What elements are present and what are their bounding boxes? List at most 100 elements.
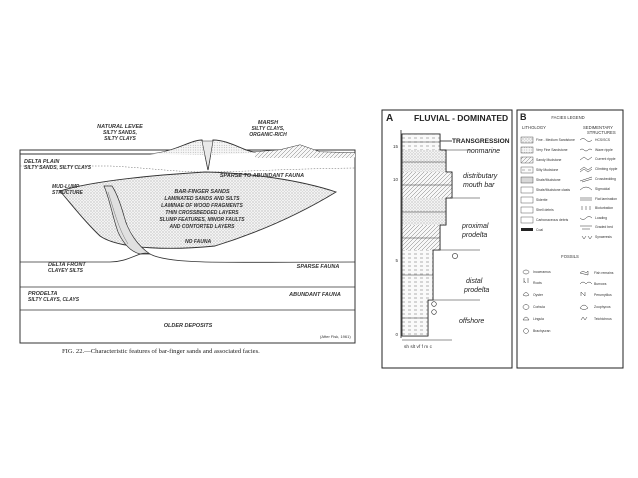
struct-10: Synaeresis (595, 235, 612, 239)
proximal-label: proximal (461, 223, 489, 230)
struct-7: Bioturbation (595, 206, 613, 210)
offshore-label: offshore (459, 318, 484, 325)
fossil-symbols-right (579, 270, 593, 321)
struct-2: Current ripple (595, 157, 616, 161)
natural-levee-label: NATURAL LEVEE (97, 124, 143, 130)
struct-5: Sigmoidal (595, 187, 610, 191)
sparse-to-abundant-label: SPARSE TO ABUNDANT FAUNA (220, 173, 304, 179)
nonmarine-label: nonmarine (467, 148, 500, 155)
grain-scale-label: sh slt vf f m c (404, 344, 433, 350)
marsh-deposit (255, 145, 355, 158)
levee-right (210, 141, 255, 155)
distal-label: distal (466, 278, 483, 285)
ground-surface (20, 139, 356, 171)
fossil-right-3: Zoophycos (594, 305, 611, 309)
lith-2: Sandy Mudstone (536, 158, 562, 162)
abundant-fauna-label: ABUNDANT FAUNA (288, 292, 341, 298)
lith-3: Silty Mudstone (536, 168, 558, 172)
marsh-label: MARSH (258, 120, 279, 126)
fossil-symbols-left (522, 269, 530, 334)
lithology-swatches (520, 136, 534, 231)
lith-6: Siderite (536, 198, 548, 202)
log-fossil-symbols (431, 253, 458, 315)
natural-levee-sub1: SILTY SANDS, (103, 130, 137, 136)
mudlump-label: MUD-LUMP (52, 184, 80, 190)
prodelta-sub: SILTY CLAYS, CLAYS (28, 297, 80, 303)
mudlump-sub: STRUCTURE (52, 190, 83, 196)
distributary-label: distributary (463, 173, 498, 180)
lith-9: Coal (536, 228, 543, 232)
fossil-right-0: Fish remains (594, 271, 614, 275)
lith-5: Shale/Mudstone clasts (536, 188, 570, 192)
bar-finger-line5: AND CONTORTED LAYERS (168, 224, 235, 230)
panel-a-letter: A (386, 113, 393, 124)
delta-plain-label: DELTA PLAIN (24, 159, 60, 165)
sparse-fauna-label: SPARSE FAUNA (297, 264, 340, 270)
struct-8: Loading (595, 216, 607, 220)
depth-tick-15: 15 (393, 144, 399, 149)
fossil-left-2: Oyster (533, 293, 544, 297)
facies-boundaries (433, 197, 480, 301)
natural-levee-sub2: SILTY CLAYS (104, 136, 136, 142)
panel-b-frame (516, 109, 624, 369)
mud-lump-inner-line (107, 191, 129, 245)
fossil-left-0: Inoceramus (533, 270, 551, 274)
fossil-left-5: Brachyuran (533, 329, 550, 333)
struct-4: Crossbedding (595, 177, 616, 181)
facies-legend: B FACIES LEGEND LITHOLOGY SEDIMENTARY ST… (516, 109, 624, 369)
fossil-right-2: Perumytilus (594, 293, 612, 297)
bar-finger-line4: SLUMP FEATURES, MINOR FAULTS (159, 217, 245, 223)
marsh-sub2: ORGANIC-RICH (249, 132, 287, 138)
struct-9: Graded bed (595, 225, 613, 229)
structures-heading-2: STRUCTURES (587, 130, 616, 135)
unit-mouth-bar-upper (402, 150, 446, 172)
distal-prodelta-label: prodelta (463, 287, 489, 294)
bar-finger-title: BAR-FINGER SANDS (174, 189, 230, 195)
struct-3: Climbing ripple (595, 167, 618, 171)
lith-0: Fine - Medium Sandstone (536, 138, 575, 142)
transgression-label: TRANSGRESSION (452, 138, 510, 145)
structures-heading-1: SEDIMENTARY (583, 125, 613, 130)
lith-8: Carbonaceous debris (536, 218, 569, 222)
proximal-prodelta-label: prodelta (461, 232, 487, 239)
prodelta-label: PRODELTA (28, 291, 57, 297)
delta-front-sub: CLAYEY SILTS (48, 268, 84, 274)
channel-fill (201, 140, 214, 171)
structure-symbols (579, 138, 593, 240)
older-deposits-label: OLDER DEPOSITS (164, 323, 213, 329)
depth-tick-10: 10 (393, 177, 399, 182)
fossil-right-4: Teichichnus (594, 317, 612, 321)
bar-finger-line1: LAMINATED SANDS AND SILTS (164, 196, 240, 202)
mouth-bar-label: mouth bar (463, 182, 495, 189)
delta-plain-base (20, 165, 356, 173)
unit-proximal (402, 225, 440, 250)
levee-left (150, 141, 205, 155)
struct-0: HCS/SCS (595, 138, 611, 142)
legend-title: FACIES LEGEND (551, 115, 584, 120)
fossil-right-1: Burrows (594, 282, 607, 286)
panel-b-letter: B (520, 112, 527, 122)
bar-finger-line2: LAMINAE OF WOOD FRAGMENTS (161, 203, 243, 209)
fossil-left-3: Corbula (533, 305, 545, 309)
bar-finger-diagram: NATURAL LEVEE SILTY SANDS, SILTY CLAYS M… (19, 120, 356, 355)
lithology-heading: LITHOLOGY (522, 125, 546, 130)
fossil-left-4: Lingula (533, 317, 544, 321)
fossils-heading: FOSSILS (561, 254, 579, 259)
bar-finger-line3: THIN CROSSBEDDED LAYERS (165, 210, 239, 216)
lith-7: Shell debris (536, 208, 554, 212)
marsh-sub1: SILTY CLAYS, (251, 126, 284, 132)
figure-caption: FIG. 22.—Characteristic features of bar-… (62, 348, 260, 355)
delta-front-base (20, 252, 356, 263)
panel-a-title: FLUVIAL - DOMINATED (414, 113, 508, 123)
credit-label: (After Fisk, 1961) (320, 334, 351, 339)
fluvial-dominated-log: A FLUVIAL - DOMINATED 15 10 5 0 (381, 109, 513, 369)
depth-tick-5: 5 (395, 258, 398, 263)
struct-6: Flat lamination (595, 197, 617, 201)
unit-proximal-upper (402, 198, 446, 225)
no-fauna-label: NO FAUNA (185, 239, 212, 245)
struct-1: Wave ripple (595, 148, 613, 152)
bedding-lines (402, 141, 452, 319)
depth-tick-0: 0 (395, 332, 398, 337)
fossil-left-1: Roots (533, 281, 542, 285)
